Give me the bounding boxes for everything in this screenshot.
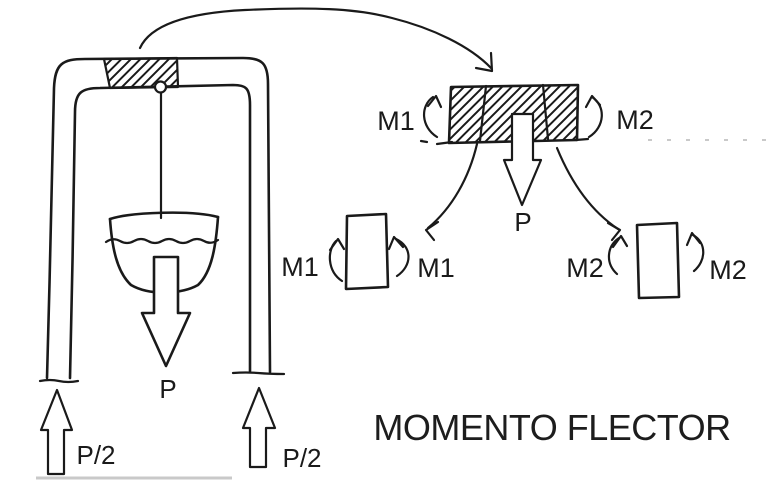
hook-ring	[153, 80, 168, 94]
beam-to-m2-curve	[555, 146, 620, 231]
beam-to-m1-connector	[424, 142, 479, 242]
frame-load-label: P	[159, 374, 176, 404]
beam-load-label: P	[514, 207, 531, 237]
joint-to-detail-arrow	[138, 7, 494, 73]
page-title: MOMENTO FLECTOR	[373, 407, 730, 448]
m1-fiber-element: M1 M1	[281, 212, 455, 291]
m1-element-right-label: M1	[417, 253, 455, 283]
beam-left-moment: M1	[377, 94, 443, 139]
m1-element-right-arc	[394, 237, 410, 278]
m2-element-right-label: M2	[709, 255, 747, 285]
frame-load-arrow	[140, 255, 192, 368]
left-reaction: P/2	[39, 388, 116, 476]
beam-to-m1-arrowhead	[424, 220, 440, 242]
m2-fiber-element: M2 M2	[566, 221, 747, 300]
m1-element-rect	[344, 212, 390, 291]
m2-element-left-label: M2	[566, 253, 604, 283]
left-support-base	[38, 378, 80, 384]
m1-element-left-label: M1	[281, 252, 319, 282]
beam-left-moment-arrowhead	[426, 94, 443, 109]
beam-to-m2-connector	[555, 146, 622, 242]
frame-outer-outline	[45, 56, 272, 380]
m2-element-left-arrowhead	[611, 234, 629, 249]
right-support-base	[231, 371, 286, 376]
pen-mark	[419, 139, 429, 144]
frame-joint-hatched-section	[102, 56, 180, 90]
right-reaction-label: P/2	[282, 443, 321, 473]
m1-element-left-arrowhead	[328, 237, 346, 252]
beam-right-moment-label: M2	[616, 105, 654, 135]
frame-inner-outline	[68, 83, 252, 380]
bucket-water-line	[104, 237, 220, 245]
m2-element-rect	[635, 221, 681, 300]
frame-load: P	[140, 255, 192, 404]
portal-frame	[38, 56, 286, 384]
right-reaction: P/2	[241, 386, 322, 473]
beam-right-moment: M2	[584, 94, 654, 139]
beam-right-moment-arc	[587, 95, 603, 139]
right-reaction-arrow	[241, 386, 277, 469]
beam-right-moment-arrowhead	[584, 94, 602, 109]
joint-to-detail-arrow-curve	[138, 7, 493, 70]
beam-segment-detail: P M1 M2	[377, 83, 654, 237]
beam-bottom-overshoot-right	[574, 137, 590, 142]
beam-to-m1-curve	[426, 142, 479, 230]
left-reaction-arrow	[39, 388, 74, 476]
left-reaction-label: P/2	[76, 440, 115, 470]
bucket-rim	[108, 211, 220, 221]
beam-left-moment-arc	[423, 95, 439, 139]
beam-bottom-overshoot-left	[435, 140, 454, 146]
m2-element-right-arrowhead	[685, 231, 702, 247]
beam-load-arrow	[502, 112, 543, 207]
beam-cut-line-left	[478, 84, 488, 143]
joint-to-detail-arrowhead	[474, 51, 494, 73]
m1-element-right-arrowhead	[387, 235, 405, 251]
beam-to-m2-arrowhead	[606, 221, 622, 242]
beam-cut-line-right	[541, 83, 550, 141]
beam-left-moment-label: M1	[377, 106, 415, 136]
m2-element-left-arc	[607, 236, 621, 276]
